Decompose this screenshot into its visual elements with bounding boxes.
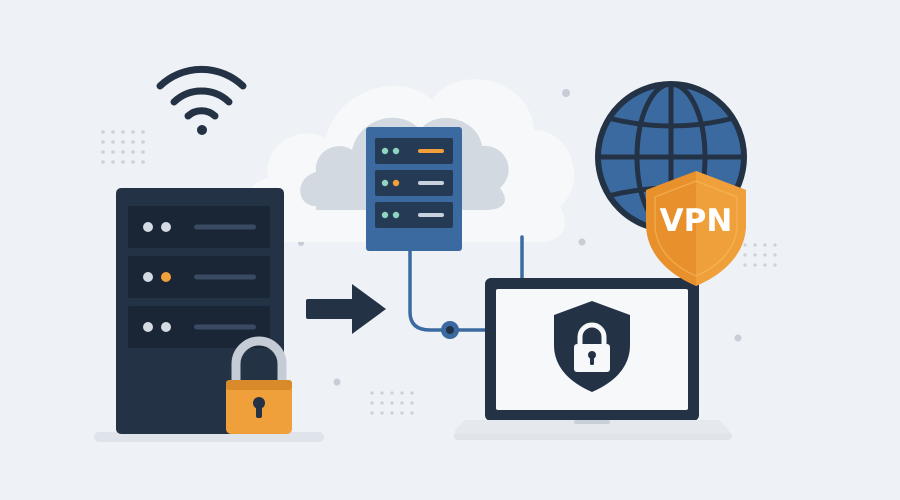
dot-grid-left	[101, 130, 145, 164]
shield-lock-icon	[554, 301, 630, 392]
wifi-icon	[156, 65, 247, 135]
arrow-right-icon	[306, 284, 386, 334]
server-rack-icon	[116, 188, 284, 434]
network-connector	[408, 235, 524, 332]
dot-grid-right	[743, 243, 777, 267]
vpn-label: VPN	[660, 203, 733, 239]
laptop-icon	[454, 278, 732, 440]
padlock-icon	[226, 336, 292, 434]
connector-node-core	[446, 326, 454, 334]
server-rack-shadow	[94, 432, 324, 442]
cloud-server-icon	[366, 127, 462, 251]
dot-grid-center	[370, 391, 414, 415]
vpn-shield-icon: VPN	[646, 171, 746, 286]
